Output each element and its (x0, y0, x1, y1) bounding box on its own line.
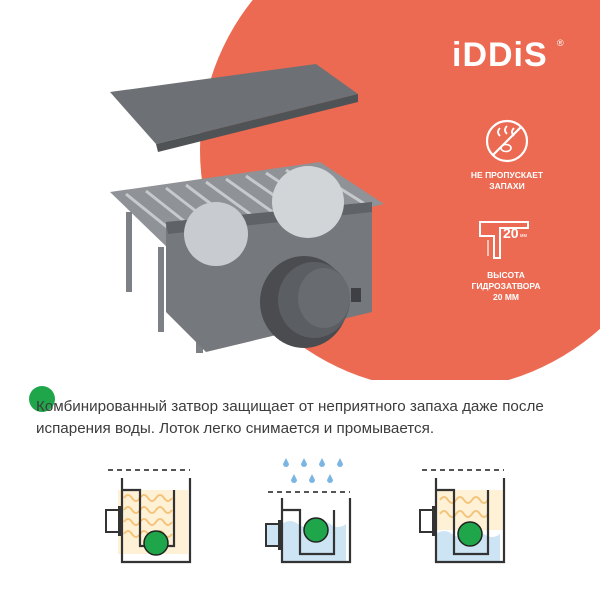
brand-logo: iDDiS (452, 36, 548, 74)
badge-seal-line2: ГИДРОЗАТВОРА (471, 281, 541, 291)
badge-no-smell-line1: НЕ ПРОПУСКАЕТ (470, 170, 544, 180)
diagram-filling-state (265, 458, 352, 564)
badge-seal-line3: 20 ММ (493, 292, 519, 302)
product-image (110, 64, 384, 353)
seal-height-value: 20 (503, 225, 519, 241)
description-text: Комбинированный затвор защищает от непри… (36, 398, 544, 437)
diagram-dry-state (105, 469, 192, 564)
badge-no-smell-line2: ЗАПАХИ (489, 181, 525, 191)
no-smell-icon (485, 119, 529, 163)
registered-mark: ® (557, 38, 564, 48)
water-seal-height-icon: 20 мм (479, 221, 529, 259)
badge-seal-line1: ВЫСОТА (487, 270, 525, 280)
badge-seal-label: ВЫСОТА ГИДРОЗАТВОРА 20 ММ (446, 270, 566, 303)
bullet-dot (29, 386, 55, 412)
diagram-evaporated-state (419, 469, 506, 564)
seal-height-unit: мм (520, 233, 527, 239)
badge-no-smell-label: НЕ ПРОПУСКАЕТ ЗАПАХИ (447, 170, 567, 192)
